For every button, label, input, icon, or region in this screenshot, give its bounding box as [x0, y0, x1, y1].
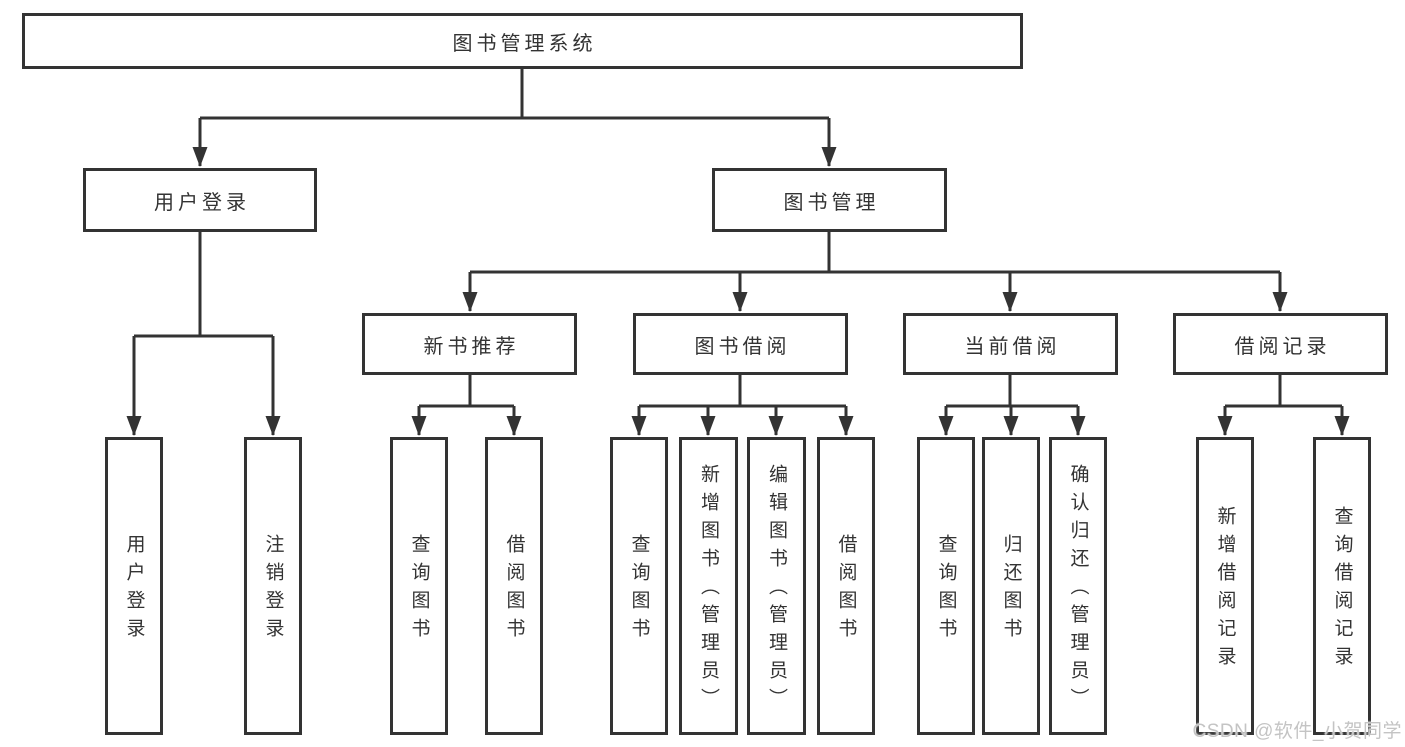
node-leaf-cb-query-books: 查询图书: [917, 437, 975, 735]
node-leaf-cb-confirm-return-admin: 确认归还（管理员）: [1049, 437, 1107, 735]
node-label: 查询图书: [628, 534, 650, 646]
node-label: 新增图书（管理员）: [698, 464, 719, 716]
node-current-borrow: 当前借阅: [903, 313, 1118, 375]
node-leaf-nbr-borrow-books: 借阅图书: [485, 437, 543, 735]
connector-user-login-split: [134, 231, 273, 338]
node-label: 新增借阅记录: [1214, 506, 1236, 674]
node-label: 归还图书: [1000, 534, 1022, 646]
node-leaf-bb-query-books: 查询图书: [610, 437, 668, 735]
connector-new-book-rec-split: [419, 374, 514, 408]
node-label: 图书管理系统: [452, 32, 597, 55]
connector-book-mgmt-split: [470, 231, 1280, 274]
node-leaf-cb-return-books: 归还图书: [982, 437, 1040, 735]
node-label: 查询借阅记录: [1331, 506, 1353, 674]
connector-current-borrow-split: [946, 374, 1078, 408]
node-label: 借阅图书: [503, 534, 525, 646]
connector-book-borrow-split: [639, 374, 846, 408]
connector-borrow-records-split: [1225, 374, 1342, 408]
node-root-system: 图书管理系统: [22, 13, 1023, 69]
node-label: 图书管理: [783, 191, 880, 214]
node-label: 用户登录: [154, 191, 250, 214]
node-label: 编辑图书（管理员）: [766, 464, 787, 716]
node-label: 借阅记录: [1234, 335, 1331, 358]
node-book-management: 图书管理: [712, 168, 947, 232]
node-leaf-br-add-record: 新增借阅记录: [1196, 437, 1254, 735]
node-label: 图书借阅: [694, 335, 791, 358]
node-leaf-br-query-record: 查询借阅记录: [1313, 437, 1371, 735]
node-label: 新书推荐: [423, 335, 520, 358]
node-leaf-bb-borrow-books: 借阅图书: [817, 437, 875, 735]
node-leaf-bb-add-books-admin: 新增图书（管理员）: [679, 437, 738, 735]
node-borrow-records: 借阅记录: [1173, 313, 1388, 375]
node-leaf-user-login: 用户登录: [105, 437, 163, 735]
node-label: 借阅图书: [835, 534, 857, 646]
node-label: 查询图书: [408, 534, 430, 646]
connector-root-split: [200, 69, 829, 120]
node-leaf-bb-edit-books-admin: 编辑图书（管理员）: [747, 437, 806, 735]
node-label: 当前借阅: [964, 335, 1061, 358]
node-new-book-recommend: 新书推荐: [362, 313, 577, 375]
node-leaf-logout: 注销登录: [244, 437, 302, 735]
node-leaf-nbr-query-books: 查询图书: [390, 437, 448, 735]
node-label: 确认归还（管理员）: [1067, 464, 1089, 716]
node-user-login: 用户登录: [83, 168, 317, 232]
node-label: 用户登录: [123, 534, 145, 646]
csdn-watermark: CSDN @软件_小贺同学: [1192, 721, 1402, 742]
node-book-borrow: 图书借阅: [633, 313, 848, 375]
node-label: 注销登录: [262, 534, 284, 646]
node-label: 查询图书: [935, 534, 957, 646]
